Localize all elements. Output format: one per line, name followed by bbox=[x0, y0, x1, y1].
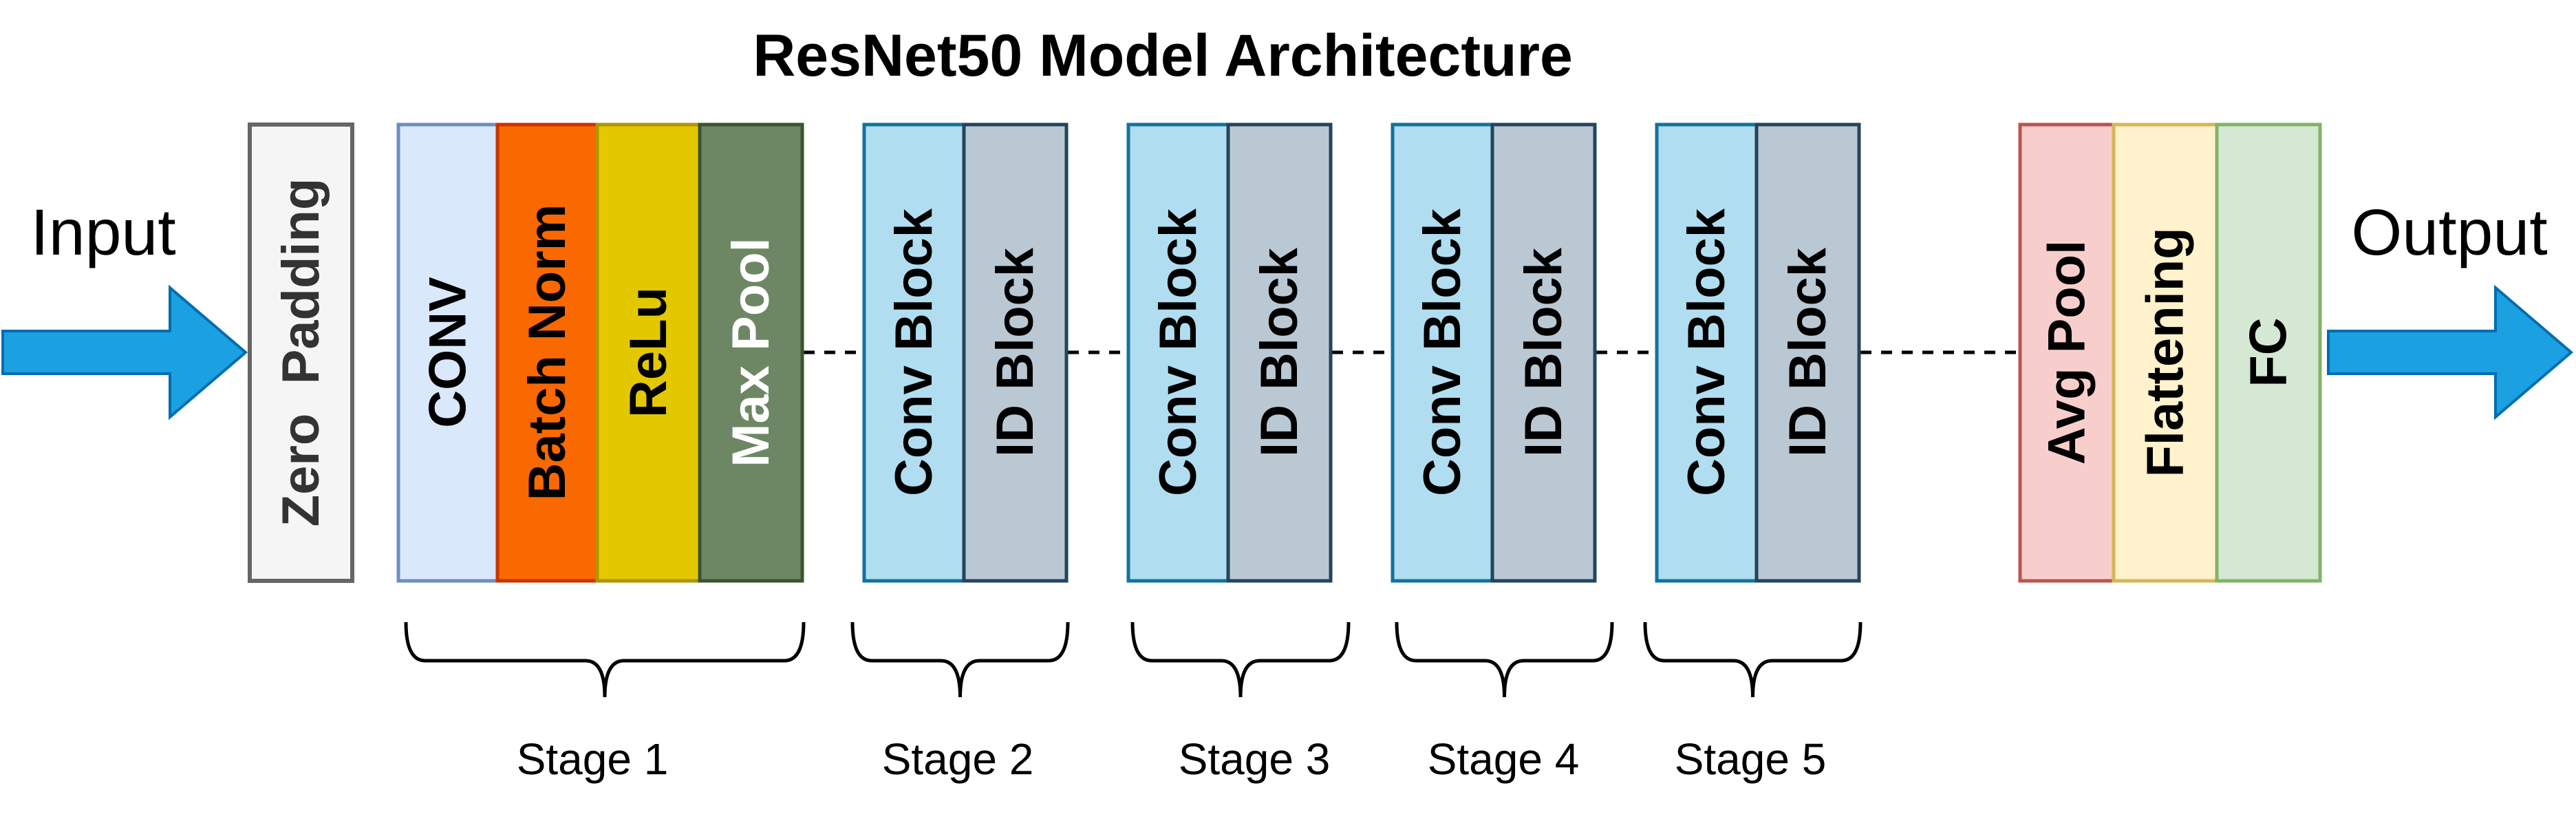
stage-3-conv-block: Conv Block bbox=[1126, 123, 1230, 583]
stage-2-id-block-label: ID Block bbox=[986, 247, 1044, 457]
avg-pool-block-rect bbox=[2018, 123, 2116, 583]
avg-pool-block: Avg Pool bbox=[2018, 123, 2116, 583]
stage-2-conv-block: Conv Block bbox=[862, 123, 966, 583]
stage-3-id-block-label: ID Block bbox=[1250, 247, 1309, 457]
stage-4-conv-block: Conv Block bbox=[1391, 123, 1494, 583]
stage-5-conv-block-rect bbox=[1655, 123, 1759, 583]
stage-1-blocks: CONV Batch Norm ReLu Max Pool bbox=[396, 123, 804, 583]
fc-block-label: FC bbox=[2240, 317, 2298, 387]
conv-block-label: CONV bbox=[419, 277, 477, 428]
zero-padding-block: Zero Padding bbox=[248, 123, 354, 583]
zero-padding-label: Zero Padding bbox=[272, 178, 330, 527]
stage-4-conv-block-rect bbox=[1391, 123, 1494, 583]
stage-5-id-block-rect bbox=[1754, 123, 1861, 583]
stage-4-brace bbox=[1395, 621, 1614, 698]
stage-4-id-block: ID Block bbox=[1490, 123, 1597, 583]
avg-pool-block-label: Avg Pool bbox=[2038, 240, 2096, 465]
stage-braces bbox=[404, 621, 1863, 698]
stage-3-brace bbox=[1130, 621, 1351, 698]
stage-3-label: Stage 3 bbox=[1179, 734, 1331, 784]
stage-5-conv-block: Conv Block bbox=[1655, 123, 1759, 583]
stage-5-id-block: ID Block bbox=[1754, 123, 1861, 583]
stage-4-id-block-rect bbox=[1490, 123, 1597, 583]
stage-4-label: Stage 4 bbox=[1428, 734, 1580, 784]
stage-5-brace bbox=[1643, 621, 1863, 698]
stage-2-brace bbox=[850, 621, 1070, 698]
conv-block: CONV bbox=[396, 123, 500, 583]
stage-3-conv-block-label: Conv Block bbox=[1149, 208, 1208, 496]
flattening-block-label: Flattening bbox=[2136, 227, 2195, 477]
max-pool-block: Max Pool bbox=[698, 123, 804, 583]
stage-2-conv-block-label: Conv Block bbox=[885, 208, 943, 496]
fc-block-rect bbox=[2215, 123, 2322, 583]
batch-norm-block: Batch Norm bbox=[495, 123, 599, 583]
output-arrow-icon bbox=[2327, 284, 2574, 421]
stage-4-conv-block-label: Conv Block bbox=[1413, 208, 1472, 496]
stage-2-id-block-rect bbox=[962, 123, 1069, 583]
output-label: Output bbox=[2351, 196, 2547, 269]
stage-1-brace bbox=[404, 621, 806, 698]
stage-5-label: Stage 5 bbox=[1675, 734, 1827, 784]
stage-labels: Stage 1 Stage 2 Stage 3 Stage 4 Stage 5 bbox=[517, 734, 1827, 784]
stage-3-id-block-rect bbox=[1226, 123, 1333, 583]
stage-1-label: Stage 1 bbox=[517, 734, 669, 784]
stage-2-id-block: ID Block bbox=[962, 123, 1069, 583]
input-label: Input bbox=[30, 196, 175, 269]
stage-2-label: Stage 2 bbox=[882, 734, 1034, 784]
batch-norm-block-rect bbox=[495, 123, 599, 583]
diagram-title: ResNet50 Model Architecture bbox=[753, 23, 1573, 89]
stage-3-conv-block-rect bbox=[1126, 123, 1230, 583]
stage-4-id-block-label: ID Block bbox=[1514, 247, 1573, 457]
relu-block: ReLu bbox=[595, 123, 702, 583]
head-blocks: Avg Pool Flattening FC bbox=[2018, 123, 2322, 583]
input-arrow-icon bbox=[1, 284, 248, 421]
stage-5-conv-block-label: Conv Block bbox=[1677, 208, 1736, 496]
relu-block-label: ReLu bbox=[619, 287, 678, 418]
max-pool-block-label: Max Pool bbox=[722, 237, 780, 467]
zero-padding-rect bbox=[248, 123, 354, 583]
stage-5-id-block-label: ID Block bbox=[1779, 247, 1837, 457]
stage-groups: Conv Block ID Block Conv Block ID Block Conv… bbox=[862, 123, 1861, 583]
stage-3-id-block: ID Block bbox=[1226, 123, 1333, 583]
stage-2-conv-block-rect bbox=[862, 123, 966, 583]
flattening-block-rect bbox=[2112, 123, 2219, 583]
batch-norm-block-label: Batch Norm bbox=[518, 204, 577, 501]
relu-block-rect bbox=[595, 123, 702, 583]
fc-block: FC bbox=[2215, 123, 2322, 583]
max-pool-block-rect bbox=[698, 123, 804, 583]
flattening-block: Flattening bbox=[2112, 123, 2219, 583]
